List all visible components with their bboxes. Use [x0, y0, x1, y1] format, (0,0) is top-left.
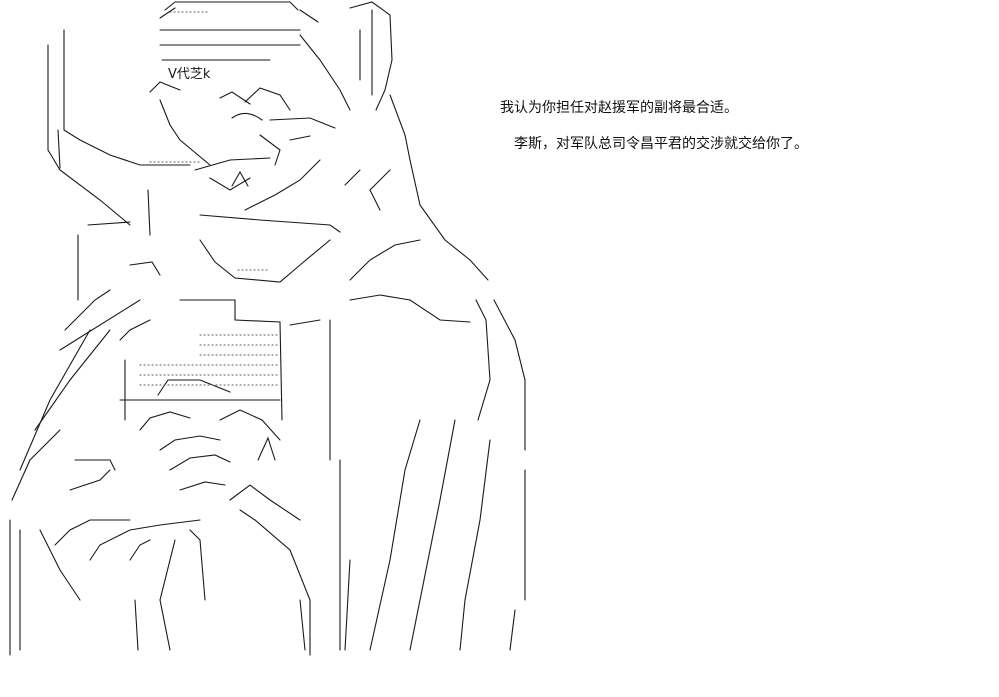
ascii-art-drawing: V代芝k — [9, 1, 526, 656]
face-outline — [149, 81, 341, 283]
cloak-folds — [9, 329, 526, 656]
ascii-art-embedded-text: V代芝k — [168, 66, 211, 82]
dialogue-block: 我认为你担任对赵援军的副将最合适。 李斯，对军队总司令昌平君的交涉就交给你了。 — [500, 98, 970, 154]
helmet-outline — [159, 1, 393, 111]
dialogue-line-1: 我认为你担任对赵援军的副将最合适。 — [500, 100, 738, 116]
hand-outline — [139, 409, 281, 491]
dialogue-line-2: 李斯，对军队总司令昌平君的交涉就交给你了。 — [514, 136, 808, 152]
left-arm-outline — [47, 29, 191, 226]
dot-shading — [139, 11, 279, 386]
right-arm-outline — [344, 94, 526, 451]
cloak-outline — [59, 189, 331, 461]
ascii-art-figure: V代芝k — [9, 1, 526, 656]
